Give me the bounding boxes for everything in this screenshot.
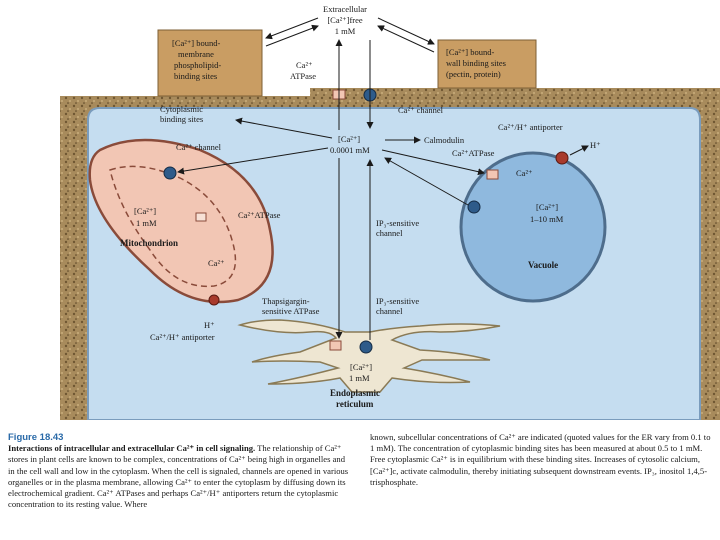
vac-ca-small: Ca²⁺ [516, 168, 533, 178]
caption-left-column: Figure 18.43 Interactions of intracellul… [8, 432, 353, 510]
membrane-sites-line-2: membrane [178, 49, 214, 59]
caption-title: Interactions of intracellular and extrac… [8, 443, 256, 454]
mito-channel-label: Ca²⁺ channel [176, 142, 222, 152]
mito-ca-label: [Ca²⁺] [134, 206, 156, 216]
vac-antiporter-label: Ca²⁺/H⁺ antiporter [498, 122, 563, 132]
vac-h-label: H⁺ [590, 140, 601, 150]
ip3-channel-er-1: IP₃-sensitive [376, 296, 419, 306]
arrow-vac-atpase [381, 149, 485, 176]
er-name-1: Endoplasmic [330, 388, 380, 398]
mito-atpase-icon [195, 212, 207, 222]
wall-sites-line-2: wall binding sites [446, 58, 506, 68]
arrow-to-membrane-box [265, 17, 319, 40]
endoplasmic-reticulum [237, 319, 501, 393]
mito-antiporter-label: Ca²⁺/H⁺ antiporter [150, 332, 215, 342]
vac-atpase-icon [486, 169, 499, 180]
caption-right-body: known, subcellular concentrations of Ca²… [370, 432, 711, 487]
mito-ca-small: Ca²⁺ [208, 258, 225, 268]
cyto-ca-label: [Ca²⁺] [338, 134, 360, 144]
er-name-2: reticulum [336, 399, 374, 409]
ip3-channel-er-2: channel [376, 306, 403, 316]
membrane-sites-line-1: [Ca²⁺] bound- [172, 38, 221, 48]
caption-left-body: The relationship of Ca²⁺ stores in plant… [8, 443, 349, 510]
wall-sites-line-1: [Ca²⁺] bound- [446, 47, 495, 57]
er-atpase-icon [329, 340, 342, 351]
cyto-sites-line-2: binding sites [160, 114, 203, 124]
pm-channel-label: Ca²⁺ channel [398, 105, 444, 115]
figure-caption: Figure 18.43 Interactions of intracellul… [8, 432, 712, 536]
arrow-cyto-sites [235, 117, 333, 139]
vac-antiporter-icon [555, 151, 569, 165]
ip3-channel-cyto-2: channel [376, 228, 403, 238]
vacuole [459, 151, 607, 303]
arrow-vac-channel [384, 157, 469, 206]
cyto-conc: 0.0001 mM [330, 145, 370, 155]
er-ca-label: [Ca²⁺] [350, 362, 372, 372]
mito-h-label: H⁺ [204, 320, 215, 330]
extracellular-label: Extracellular [323, 4, 367, 14]
membrane-binding-box [157, 29, 263, 97]
arrow-from-membrane-box [265, 24, 319, 47]
mitochondrion-name: Mitochondrion [120, 238, 178, 248]
mito-conc: 1 mM [136, 218, 157, 228]
er-channel-icon [359, 340, 373, 354]
er-conc: 1 mM [349, 373, 370, 383]
arrow-to-wall-box [377, 17, 435, 45]
calmodulin-label: Calmodulin [424, 135, 465, 145]
arrow-vac-antiporter [569, 145, 589, 156]
mitochondrion [88, 138, 274, 304]
cyto-sites-line-1: Cytoplasmic [160, 104, 203, 114]
vac-atpase-label: Ca²⁺ATPase [452, 148, 495, 158]
caption-right-column: known, subcellular concentrations of Ca²… [370, 432, 715, 488]
vacuole-name: Vacuole [528, 260, 558, 270]
membrane-sites-line-4: binding sites [174, 71, 217, 81]
vac-ca-label: [Ca²⁺] [536, 202, 558, 212]
pm-atpase-label-1: Ca²⁺ [296, 60, 313, 70]
figure-number: Figure 18.43 [8, 432, 64, 443]
wall-sites-line-3: (pectin, protein) [446, 69, 501, 79]
ca-free-label: [Ca²⁺]free [327, 15, 363, 25]
arrow-mito-channel [177, 147, 329, 175]
arrow-from-wall-box [377, 25, 435, 53]
membrane-sites-line-3: phospholipid- [174, 60, 221, 70]
vac-channel-icon [467, 200, 481, 214]
extracellular-conc: 1 mM [335, 26, 356, 36]
calcium-signaling-diagram: Extracellular [Ca²⁺]free 1 mM [Ca²⁺] bou… [60, 4, 720, 420]
mito-channel-icon [163, 166, 177, 180]
mito-atpase-label: Ca²⁺ATPase [238, 210, 281, 220]
thapsigargin-label-1: Thapsigargin- [262, 296, 310, 306]
wall-binding-box [437, 39, 537, 89]
mitochondrion-cristae [109, 165, 237, 288]
ip3-channel-cyto-1: IP₃-sensitive [376, 218, 419, 228]
thapsigargin-label-2: sensitive ATPase [262, 306, 320, 316]
mito-antiporter-icon [208, 294, 220, 306]
vac-conc: 1–10 mM [530, 214, 564, 224]
pm-atpase-label-2: ATPase [290, 71, 316, 81]
